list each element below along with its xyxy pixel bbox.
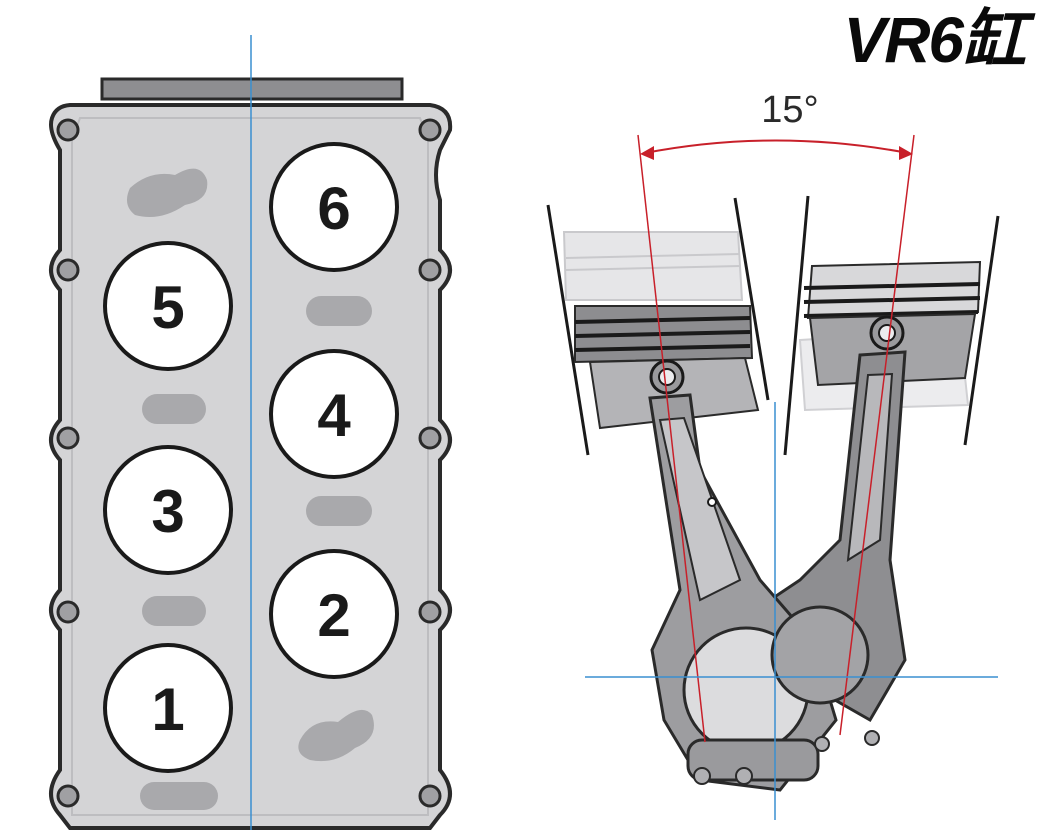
left-piston — [574, 305, 760, 430]
angle-arrow-left — [640, 146, 654, 160]
bolt-hole — [418, 426, 442, 450]
cylinder-bores: 1 2 3 4 5 6 — [103, 142, 399, 773]
cylinder-bore-6 — [269, 142, 399, 272]
piston-assembly: 15° — [546, 89, 1000, 820]
cylinder-number-1: 1 — [151, 676, 184, 743]
cylinder-number-4: 4 — [317, 382, 351, 449]
bolt-hole — [418, 258, 442, 282]
coolant-port — [298, 709, 374, 762]
cylinder-wall-line — [963, 215, 1000, 446]
cylinder-number-6: 6 — [317, 175, 350, 242]
cylinder-number-5: 5 — [151, 274, 184, 341]
cylinder-bore-1 — [103, 643, 233, 773]
coolant-port — [126, 168, 208, 218]
coolant-port — [142, 596, 206, 626]
cylinder-number-2: 2 — [317, 582, 350, 649]
cylinder-number-3: 3 — [151, 478, 184, 545]
angle-label: 15° — [761, 89, 818, 131]
bolt-hole — [56, 784, 80, 808]
coolant-port — [306, 496, 372, 526]
cylinder-wall-line — [783, 195, 810, 456]
bolt-hole — [56, 426, 80, 450]
angle-arrow-right — [899, 146, 913, 160]
coolant-port — [142, 394, 206, 424]
diagram-title: VR6缸 — [843, 4, 1026, 76]
cylinder-bore-2 — [269, 549, 399, 679]
cylinder-bore-5 — [103, 241, 233, 371]
coolant-port — [306, 296, 372, 326]
bolt-hole — [418, 784, 442, 808]
rod-cap — [686, 738, 820, 782]
angle-line-left — [637, 134, 706, 743]
cylinder-wall-line — [546, 204, 590, 456]
bolt-hole — [56, 258, 80, 282]
angle-line-right — [839, 134, 915, 736]
bolt-hole — [418, 600, 442, 624]
angle-arc — [644, 139, 909, 154]
bolt-hole — [56, 600, 80, 624]
bolt-hole — [418, 118, 442, 142]
cylinder-bore-4 — [269, 349, 399, 479]
bolt-hole — [56, 118, 80, 142]
right-piston — [803, 260, 982, 387]
bolt-holes — [56, 118, 442, 808]
head-top-bar — [100, 77, 404, 101]
coolant-ports — [126, 168, 374, 810]
cylinder-wall-line — [733, 197, 770, 401]
cylinder-head-block: 1 2 3 4 5 6 — [49, 35, 453, 830]
coolant-port — [140, 782, 218, 810]
cylinder-bore-3 — [103, 445, 233, 575]
